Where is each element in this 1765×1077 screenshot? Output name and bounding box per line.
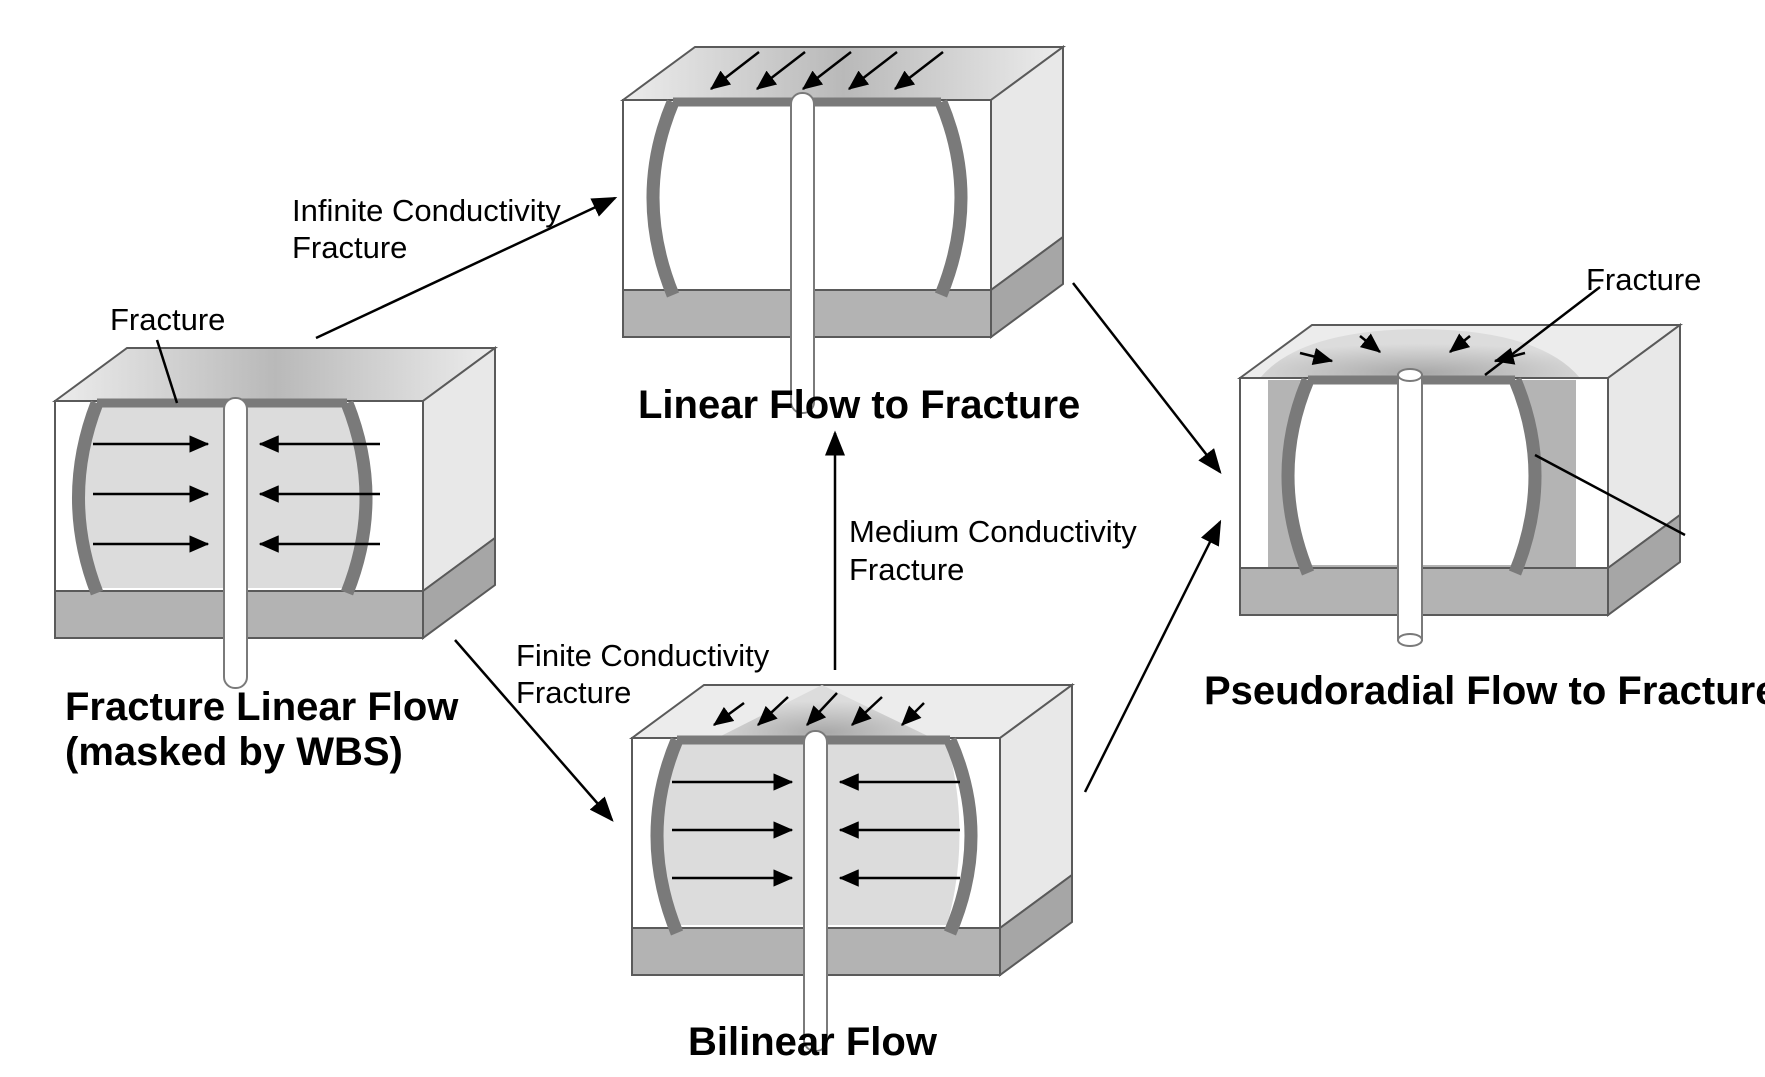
flow-arrow: [757, 696, 789, 726]
flow-arrow: [710, 51, 760, 90]
arrow-to-bilinear-flow: [454, 639, 614, 822]
flow-arrow: [894, 51, 944, 90]
label-infinite-conductivity: Infinite Conductivity: [292, 193, 561, 228]
label-infinite-fracture: Fracture: [292, 230, 407, 265]
label-medium-fracture: Fracture: [849, 552, 964, 587]
title-masked-by-wbs: (masked by WBS): [65, 730, 403, 774]
top-mound: [1260, 329, 1580, 378]
fracture-label-right: Fracture: [1586, 262, 1701, 297]
flow-arrow: [1449, 333, 1471, 353]
wellbore-bottom: [1397, 633, 1423, 647]
flow-arrow: [802, 51, 852, 90]
arrow-bilinear-to-pseudoradial: [1083, 519, 1222, 793]
label-finite-fracture: Fracture: [516, 675, 631, 710]
zone-pointer-line: [1534, 453, 1686, 537]
flow-arrow: [712, 701, 745, 727]
block-fracture-linear-flow: [51, 339, 499, 689]
wellbore: [790, 92, 815, 414]
fracture-wing-right: [944, 737, 978, 936]
title-linear-flow-to-fracture: Linear Flow to Fracture: [638, 383, 1080, 427]
fracture-wing-right: [1508, 377, 1542, 576]
wellbore: [223, 397, 248, 689]
wellbore: [803, 730, 828, 1052]
label-medium-conductivity: Medium Conductivity: [849, 514, 1137, 549]
flow-arrow: [1359, 333, 1381, 353]
block-base-layer: [1239, 567, 1609, 616]
label-finite-conductivity: Finite Conductivity: [516, 638, 770, 673]
title-bilinear-flow: Bilinear Flow: [688, 1020, 938, 1064]
fracture-pointer-line: [1484, 286, 1601, 376]
flow-arrow: [1299, 347, 1334, 365]
flow-arrow: [756, 51, 806, 90]
fracture-wing-left: [72, 400, 104, 596]
block-top-face: [619, 46, 1067, 101]
title-fracture-linear-flow: Fracture Linear Flow: [65, 685, 459, 729]
block-linear-flow-to-fracture: [619, 45, 1067, 414]
wellbore-top: [1397, 368, 1423, 382]
flow-arrow: [806, 692, 838, 726]
arrow-linear-to-pseudoradial: [1072, 282, 1222, 474]
block-bilinear-flow: [628, 683, 1076, 1052]
title-pseudoradial-flow: Pseudoradial Flow to Fracture: [1204, 669, 1765, 713]
flow-arrow: [901, 702, 925, 726]
fracture-wing-left: [646, 99, 680, 298]
fracture-wing-right: [934, 99, 968, 298]
fracture-label-left: Fracture: [110, 302, 225, 337]
block-pseudoradial-flow: [1236, 286, 1686, 647]
flow-arrow: [851, 696, 883, 726]
flow-arrow: [848, 51, 898, 90]
fracture-pointer-line: [155, 339, 179, 404]
wellbore: [1397, 374, 1423, 641]
fracture-wing-left: [650, 737, 684, 936]
block-top-face: [51, 347, 499, 402]
arrow-to-linear-flow: [315, 196, 618, 340]
fracture-wing-right: [340, 400, 373, 596]
fracture-wing-left: [1281, 377, 1315, 576]
